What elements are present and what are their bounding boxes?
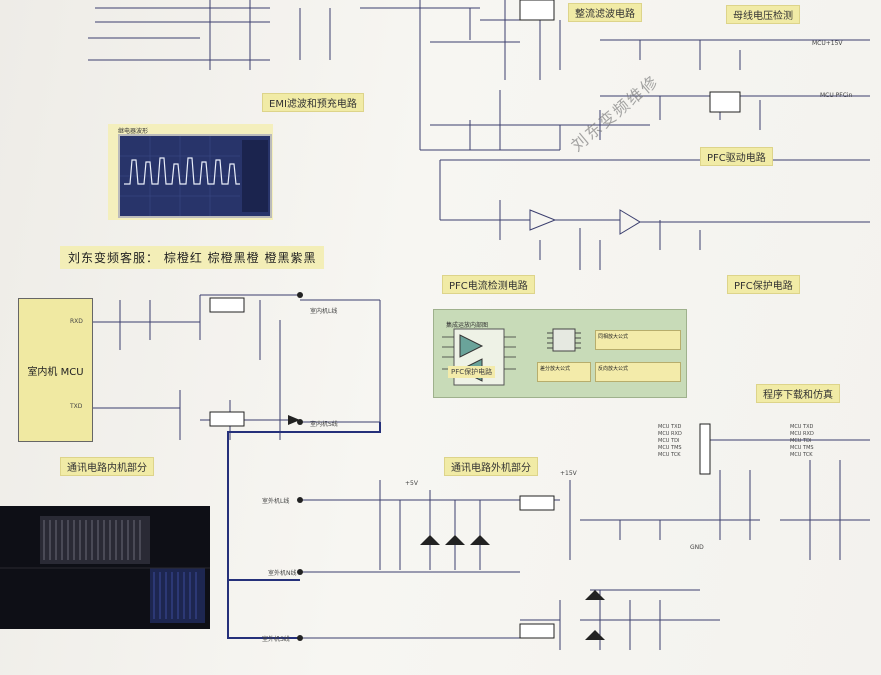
oscilloscope-screen — [118, 134, 272, 218]
label-comm-outdoor: 通讯电路外机部分 — [444, 457, 538, 476]
net-rxd: RXD — [70, 318, 83, 325]
mcu-jtag-pin-3: MCU TDI — [790, 438, 812, 444]
net-outdoor-s: 室外机S线 — [262, 636, 290, 643]
mcu-jtag-pin-list: MCU TXD MCU RXD MCU TDI MCU TMS MCU TCK — [790, 424, 814, 459]
label-dc-filter: 整流滤波电路 — [568, 3, 642, 22]
formula-inverting: 反向放大公式 — [595, 362, 681, 382]
info-panel-overlay: PFC保护电路 — [448, 366, 496, 378]
jtag-pin-list: MCU TXD MCU RXD MCU TDI MCU TMS MCU TCK — [658, 424, 682, 459]
label-pfc-protect: PFC保护电路 — [727, 275, 800, 294]
net-outdoor-l: 室外机L线 — [262, 498, 290, 505]
net-outdoor-n: 室外机N线 — [268, 570, 297, 577]
oscilloscope-waveform — [120, 136, 268, 216]
photo-inset — [0, 506, 210, 629]
label-emi-precharge: EMI滤波和预充电路 — [262, 93, 364, 112]
mcu-jtag-pin-1: MCU TXD — [790, 424, 814, 430]
net-gnd: GND — [690, 544, 704, 551]
chip-pinout — [547, 328, 581, 352]
formula-noninverting: 同相放大公式 — [595, 330, 681, 350]
label-comm-indoor: 通讯电路内机部分 — [60, 457, 154, 476]
service-slogan: 刘东变频客服： 棕橙红 棕橙黑橙 橙黑紫黑 — [60, 246, 325, 269]
scope-menu — [242, 140, 268, 212]
net-indoor-s: 室内机S线 — [310, 421, 338, 428]
jtag-pin-1: MCU TXD — [658, 424, 682, 430]
jtag-pin-4: MCU TMS — [658, 445, 682, 451]
net-txd: TXD — [70, 403, 83, 410]
net-mcu-pfc: MCU PFCin — [820, 92, 853, 99]
info-panel-title: 集成运放内部图 — [446, 322, 489, 329]
label-bus-voltage: 母线电压检测 — [726, 5, 800, 24]
mcu-jtag-pin-2: MCU RXD — [790, 431, 814, 437]
mcu-jtag-pin-5: MCU TCK — [790, 452, 813, 458]
net-15v: +15V — [560, 470, 577, 477]
formula-differential: 差分放大公式 — [537, 362, 591, 382]
op-amp-diagram — [442, 328, 516, 386]
indoor-mcu-block: 室内机 MCU — [18, 298, 93, 442]
label-pfc-drive: PFC驱动电路 — [700, 147, 773, 166]
jtag-pin-5: MCU TCK — [658, 452, 681, 458]
formula-noninverting-label: 同相放大公式 — [598, 334, 629, 340]
net-5v: +5V — [405, 480, 418, 487]
scope-caption: 继电器波形 — [118, 128, 149, 135]
formula-differential-label: 差分放大公式 — [540, 366, 571, 372]
net-mcu-15v: MCU+15V — [812, 40, 843, 47]
label-program-download: 程序下载和仿真 — [756, 384, 840, 403]
jtag-pin-3: MCU TDI — [658, 438, 680, 444]
net-indoor-l: 室内机L线 — [310, 308, 338, 315]
formula-inverting-label: 反向放大公式 — [598, 366, 629, 372]
label-pfc-current: PFC电流检测电路 — [442, 275, 535, 294]
photo-inset-graphic — [0, 516, 210, 623]
mcu-jtag-pin-4: MCU TMS — [790, 445, 814, 451]
jtag-pin-2: MCU RXD — [658, 431, 682, 437]
